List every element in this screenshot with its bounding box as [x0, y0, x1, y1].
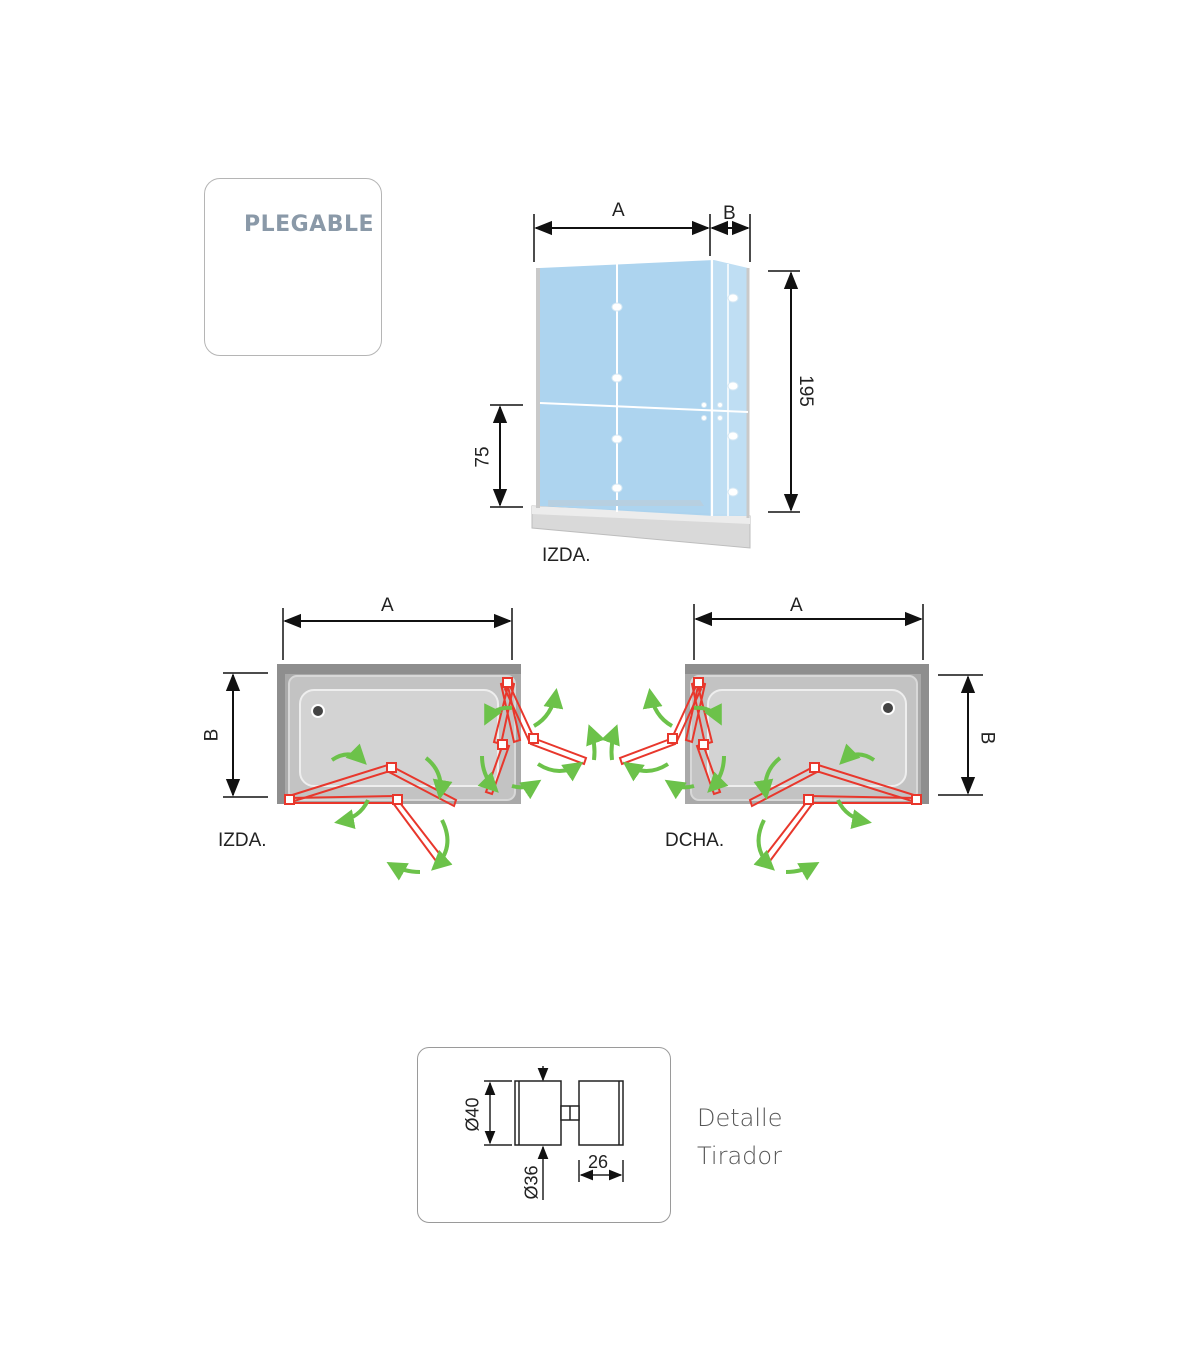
- plan-left-side-label: IZDA.: [218, 830, 267, 851]
- handle-caption-line2: Tirador: [697, 1142, 782, 1170]
- badge-label: PLEGABLE: [244, 212, 375, 237]
- elevation-dim-b: B: [723, 203, 736, 224]
- handle-detail-drawing: [484, 1066, 624, 1200]
- handle-detail-box: [417, 1047, 671, 1223]
- elevation-height-lower: 75: [472, 446, 494, 468]
- handle-caption-line1: Detalle: [697, 1104, 783, 1132]
- plan-right-side-label: DCHA.: [665, 830, 725, 851]
- handle-dim-depth: 26: [588, 1152, 609, 1172]
- shower-elevation-drawing: [490, 214, 800, 549]
- handle-dim-outer: Ø40: [462, 1097, 483, 1132]
- handle-dim-inner: Ø36: [521, 1165, 542, 1200]
- elevation-height-total: 195: [794, 375, 816, 407]
- plan-right-dim-a: A: [790, 595, 803, 616]
- elevation-dim-a: A: [612, 200, 625, 221]
- plegable-badge: [204, 178, 382, 356]
- plan-right-drawing: [601, 604, 983, 881]
- elevation-side-label: IZDA.: [542, 545, 591, 566]
- plan-left-dim-b: B: [201, 728, 223, 742]
- plan-left-dim-a: A: [381, 595, 394, 616]
- plan-right-dim-b: B: [976, 731, 998, 745]
- plan-left-drawing: [223, 608, 605, 881]
